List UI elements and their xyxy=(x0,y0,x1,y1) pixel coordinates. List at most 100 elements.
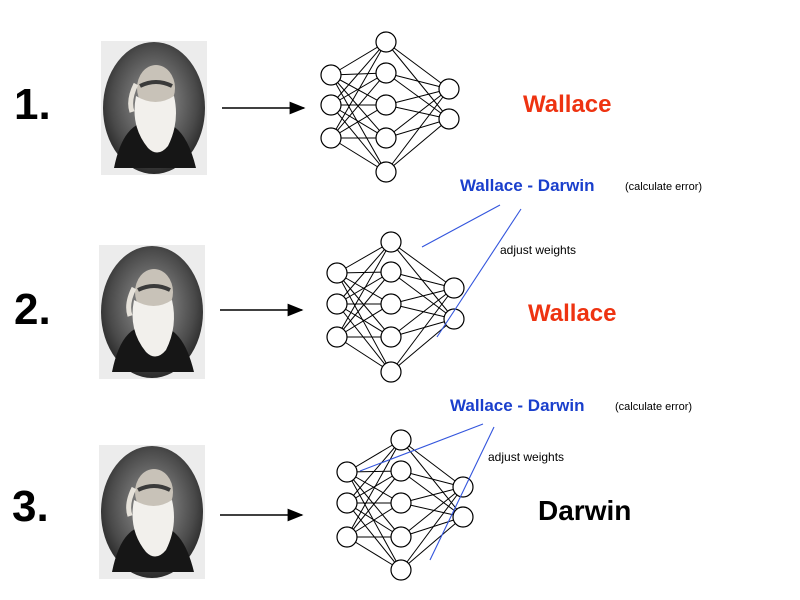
input-node xyxy=(336,461,358,483)
hidden-node xyxy=(375,62,397,84)
network-connection xyxy=(385,72,450,120)
error-note-3: (calculate error) xyxy=(615,401,692,413)
network-connection xyxy=(390,318,455,373)
hidden-node xyxy=(380,326,402,348)
hidden-node xyxy=(390,460,412,482)
network-connection xyxy=(385,88,450,106)
network-connection xyxy=(385,118,450,139)
network-connection xyxy=(330,72,387,139)
network-connection xyxy=(400,516,464,538)
error-label-2: Wallace - Darwin xyxy=(460,176,594,195)
network-connection xyxy=(346,439,402,538)
network-connection xyxy=(346,470,402,538)
hidden-node xyxy=(375,161,397,183)
network-connection xyxy=(385,88,450,139)
portrait-beard xyxy=(134,96,176,153)
input-node xyxy=(336,492,358,514)
network-connection xyxy=(330,74,387,139)
hidden-node xyxy=(375,127,397,149)
hidden-node xyxy=(390,429,412,451)
portrait-beard xyxy=(132,300,174,357)
error-lines-2 xyxy=(421,204,522,338)
portrait-beard xyxy=(132,500,174,557)
portrait-hair xyxy=(126,286,137,317)
network-connection xyxy=(336,241,392,305)
network-connection xyxy=(390,241,455,289)
network-connection xyxy=(346,439,402,504)
network-connection xyxy=(400,516,464,571)
network-connection xyxy=(385,104,450,120)
hidden-node xyxy=(380,293,402,315)
prediction-3: Darwin xyxy=(538,495,631,526)
portrait-head xyxy=(137,65,175,111)
input-node xyxy=(326,262,348,284)
output-node xyxy=(443,277,465,299)
portrait-brow xyxy=(137,284,171,292)
neural-network-1 xyxy=(320,31,460,183)
network-connection xyxy=(336,336,392,373)
output-node xyxy=(438,108,460,130)
portrait-hair xyxy=(128,82,139,113)
prediction-1: Wallace xyxy=(523,91,612,118)
network-connection xyxy=(400,486,464,571)
network-connection xyxy=(385,88,450,173)
network-connection xyxy=(390,287,455,373)
network-connection xyxy=(400,470,464,518)
network-connection xyxy=(336,241,392,338)
portrait-3 xyxy=(99,445,205,579)
network-connection xyxy=(385,118,450,173)
network-connection xyxy=(390,318,455,338)
network-connection xyxy=(385,72,450,90)
hidden-node xyxy=(380,231,402,253)
network-connection xyxy=(400,439,464,488)
network-connection xyxy=(390,271,455,289)
error-note-2: (calculate error) xyxy=(625,181,702,193)
hidden-node xyxy=(390,559,412,581)
hidden-node xyxy=(375,31,397,53)
input-node xyxy=(326,293,348,315)
network-connection xyxy=(400,486,464,538)
output-node xyxy=(438,78,460,100)
neural-network-3 xyxy=(336,429,474,581)
step-2-number: 2. xyxy=(14,285,51,334)
adjust-label-2: adjust weights xyxy=(500,243,576,257)
input-node xyxy=(336,526,358,548)
network-connection xyxy=(330,41,387,76)
output-node xyxy=(443,308,465,330)
input-node xyxy=(320,94,342,116)
network-connection xyxy=(400,470,464,488)
network-connection xyxy=(336,271,392,338)
hidden-node xyxy=(380,261,402,283)
network-connection xyxy=(346,471,402,571)
network-connection xyxy=(385,41,450,90)
portrait-1 xyxy=(101,41,207,175)
hidden-node xyxy=(380,361,402,383)
network-connection xyxy=(330,41,387,139)
input-node xyxy=(320,127,342,149)
network-connection xyxy=(330,137,387,173)
input-node xyxy=(326,326,348,348)
error-lines-3 xyxy=(359,423,495,561)
network-connection xyxy=(336,272,392,373)
network-connection xyxy=(390,287,455,305)
neural-network-2 xyxy=(326,231,465,383)
network-connection xyxy=(390,303,455,320)
hidden-node xyxy=(390,526,412,548)
network-connection xyxy=(330,74,387,173)
portrait-head xyxy=(135,469,173,515)
output-node xyxy=(452,506,474,528)
portrait-hair xyxy=(126,486,137,517)
input-node xyxy=(320,64,342,86)
network-connection xyxy=(330,104,387,139)
portrait-brow xyxy=(139,80,173,88)
prediction-2: Wallace xyxy=(528,300,617,327)
network-connection xyxy=(336,303,392,373)
network-connection xyxy=(346,502,402,538)
adjust-label-3: adjust weights xyxy=(488,450,564,464)
portrait-head xyxy=(135,269,173,315)
hidden-node xyxy=(375,94,397,116)
network-connection xyxy=(390,287,455,338)
network-connection xyxy=(330,41,387,106)
error-label-3: Wallace - Darwin xyxy=(450,396,584,415)
